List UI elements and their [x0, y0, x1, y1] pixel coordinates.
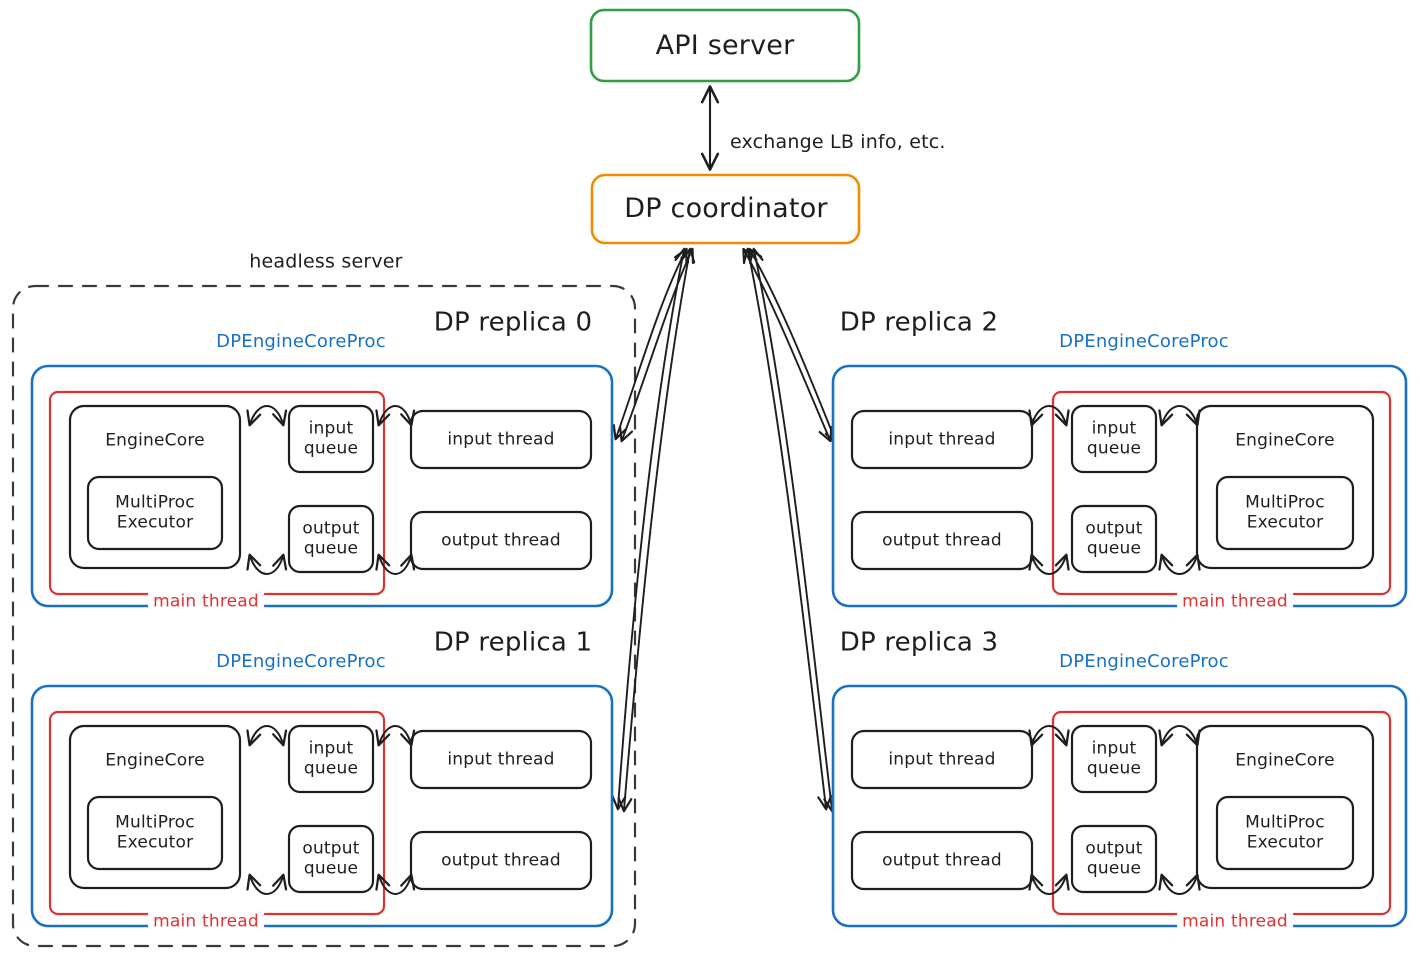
dp-coordinator-box[interactable]	[590, 173, 861, 245]
api-server-box[interactable]	[589, 8, 861, 83]
replica-3-multiproc-executor-label: MultiProc Executor	[1245, 813, 1325, 852]
replica-1-group	[30, 684, 614, 928]
mp-line2: Executor	[116, 512, 194, 532]
mp-line2: Executor	[1246, 832, 1324, 852]
replica-1-output-queue-box	[287, 824, 375, 894]
replica-1-title: DP replica 1	[433, 627, 593, 658]
oq-line1: output	[302, 518, 360, 539]
iq-line2: queue	[1086, 438, 1142, 458]
replica-3-multiproc-executor-box	[1215, 795, 1355, 871]
oq-line2: queue	[1086, 858, 1142, 878]
replica-3-engine-core-label: EngineCore	[1235, 750, 1335, 771]
oq-line1: output	[1085, 838, 1143, 859]
oq-line2: queue	[1086, 538, 1142, 558]
replica-0-engine-core-label: EngineCore	[105, 430, 205, 451]
replica-0-proc-label: DPEngineCoreProc	[216, 330, 386, 352]
replica-1-engine-core-label: EngineCore	[105, 750, 205, 771]
replica-1-output-thread-label: output thread	[441, 850, 561, 871]
replica-2-input-thread-box	[850, 409, 1034, 470]
replica-0-output-queue-label: output queue	[302, 519, 359, 558]
oq-line1: output	[1085, 518, 1143, 539]
replica-1-input-queue-box	[287, 724, 375, 794]
mp-line1: MultiProc	[1245, 492, 1325, 513]
replica-2-output-thread-box	[850, 510, 1034, 571]
replica-3-input-queue-box	[1070, 724, 1158, 794]
replica-2-main-thread-label: main thread	[1177, 592, 1293, 612]
replica-2-input-queue-label: input queue	[1087, 419, 1141, 458]
replica-0-output-queue-box	[287, 504, 375, 574]
replica-0-input-queue-label: input queue	[304, 419, 358, 458]
exchange-lb-info-label: exchange LB info, etc.	[730, 131, 946, 153]
api-server-label: API server	[655, 29, 795, 61]
iq-line2: queue	[303, 758, 359, 778]
headless-server-label: headless server	[249, 250, 403, 273]
replica-3-input-thread-box	[850, 729, 1034, 790]
replica-1-output-thread-box	[409, 830, 593, 891]
replica-2-engine-core-label: EngineCore	[1235, 430, 1335, 451]
coordinator-replica-connectors	[611, 247, 839, 813]
replica-2-output-queue-label: output queue	[1085, 519, 1142, 558]
dp-coordinator-label: DP coordinator	[624, 192, 828, 224]
replica-0-main-thread-label: main thread	[148, 592, 264, 612]
replica-2-proc-label: DPEngineCoreProc	[1059, 330, 1229, 352]
iq-line1: input	[1091, 418, 1137, 439]
replica-3-output-thread-label: output thread	[882, 850, 1002, 871]
replica-2-title: DP replica 2	[839, 307, 999, 338]
replica-3-input-thread-label: input thread	[888, 749, 996, 770]
replica-0-group	[30, 364, 614, 608]
replica-3-proc-label: DPEngineCoreProc	[1059, 650, 1229, 672]
replica-0-input-thread-box	[409, 409, 593, 470]
oq-line2: queue	[303, 858, 359, 878]
replica-1-input-thread-label: input thread	[447, 749, 555, 770]
replica-1-output-queue-label: output queue	[302, 839, 359, 878]
replica-3-output-thread-box	[850, 830, 1034, 891]
replica-2-group	[831, 364, 1408, 608]
replica-0-multiproc-executor-box	[86, 475, 224, 551]
replica-3-output-queue-box	[1070, 824, 1158, 894]
replica-0-input-queue-box	[287, 404, 375, 474]
replica-2-multiproc-executor-box	[1215, 475, 1355, 551]
replica-3-main-thread-label: main thread	[1177, 912, 1293, 932]
replica-1-proc-label: DPEngineCoreProc	[216, 650, 386, 672]
iq-line1: input	[1091, 738, 1137, 759]
replica-0-input-thread-label: input thread	[447, 429, 555, 450]
iq-line2: queue	[303, 438, 359, 458]
replica-3-output-queue-label: output queue	[1085, 839, 1142, 878]
replica-2-output-queue-box	[1070, 504, 1158, 574]
iq-line2: queue	[1086, 758, 1142, 778]
mp-line1: MultiProc	[1245, 812, 1325, 833]
replica-2-multiproc-executor-label: MultiProc Executor	[1245, 493, 1325, 532]
replica-1-input-queue-label: input queue	[304, 739, 358, 778]
mp-line2: Executor	[116, 832, 194, 852]
replica-1-input-thread-box	[409, 729, 593, 790]
replica-3-title: DP replica 3	[839, 627, 999, 658]
mp-line1: MultiProc	[115, 492, 195, 513]
replica-1-multiproc-executor-label: MultiProc Executor	[115, 813, 195, 852]
replica-1-multiproc-executor-box	[86, 795, 224, 871]
mp-line1: MultiProc	[115, 812, 195, 833]
iq-line1: input	[308, 738, 354, 759]
oq-line1: output	[302, 838, 360, 859]
replica-2-output-thread-label: output thread	[882, 530, 1002, 551]
replica-0-title: DP replica 0	[433, 307, 593, 338]
mp-line2: Executor	[1246, 512, 1324, 532]
replica-0-output-thread-box	[409, 510, 593, 571]
oq-line2: queue	[303, 538, 359, 558]
replica-3-input-queue-label: input queue	[1087, 739, 1141, 778]
iq-line1: input	[308, 418, 354, 439]
replica-0-multiproc-executor-label: MultiProc Executor	[115, 493, 195, 532]
replica-1-main-thread-label: main thread	[148, 912, 264, 932]
replica-2-input-queue-box	[1070, 404, 1158, 474]
replica-2-input-thread-label: input thread	[888, 429, 996, 450]
replica-0-output-thread-label: output thread	[441, 530, 561, 551]
replica-3-group	[831, 684, 1408, 928]
